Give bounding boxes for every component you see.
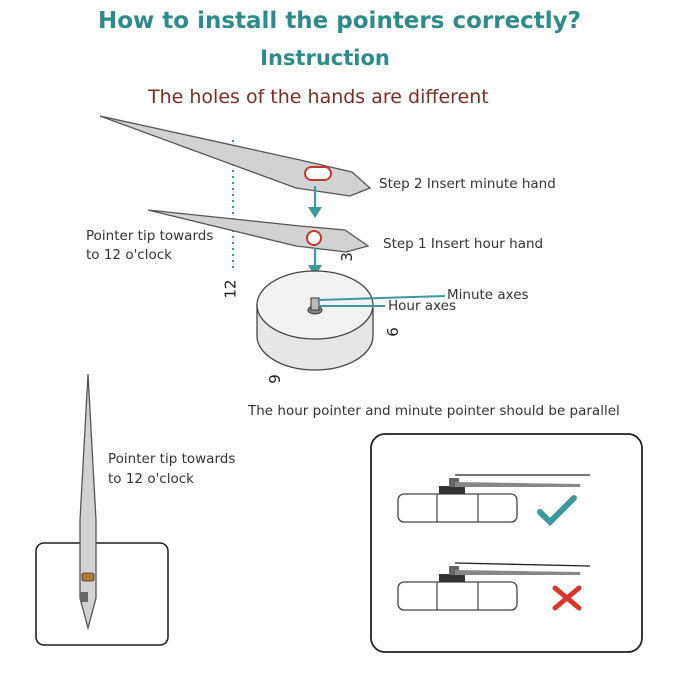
minute-hand-hole [304,166,332,181]
wrong-minute-hand [454,562,591,567]
step2-label: Step 2 Insert minute hand [379,176,556,192]
wrong-movement [397,581,518,611]
dial-number-9: 9 [265,374,284,384]
pointer-tip-label-2b: to 12 o'clock [108,471,194,487]
movement-box [35,542,169,646]
pointer-tip-label-1b: to 12 o'clock [86,247,172,263]
long-hand [79,373,97,631]
page-subtitle: Instruction [260,46,390,70]
wrong-hour-hand [455,570,580,575]
pointer-tip-label-1: Pointer tip towards [86,228,214,244]
page-title: How to install the pointers correctly? [97,8,582,34]
minute-axes-label: Minute axes [447,287,529,303]
parallel-note: The hour pointer and minute pointer shou… [248,403,620,419]
arrow-down-icon [308,207,322,218]
check-icon [537,495,577,527]
dial-number-6: 6 [383,327,402,337]
hour-axes-label: Hour axes [388,298,456,314]
correct-hour-hand [455,482,580,487]
dial-number-12: 12 [221,279,240,299]
parallel-frame [370,433,643,653]
holes-note: The holes of the hands are different [148,86,489,108]
dial-number-3: 3 [337,252,356,262]
shaft [310,297,320,311]
correct-movement [397,493,518,523]
pointer-tip-label-2: Pointer tip towards [108,451,236,467]
minute-hand [99,115,372,197]
cross-icon [552,585,582,611]
step1-label: Step 1 Insert hour hand [383,236,544,252]
hour-hand-hole [306,230,322,246]
